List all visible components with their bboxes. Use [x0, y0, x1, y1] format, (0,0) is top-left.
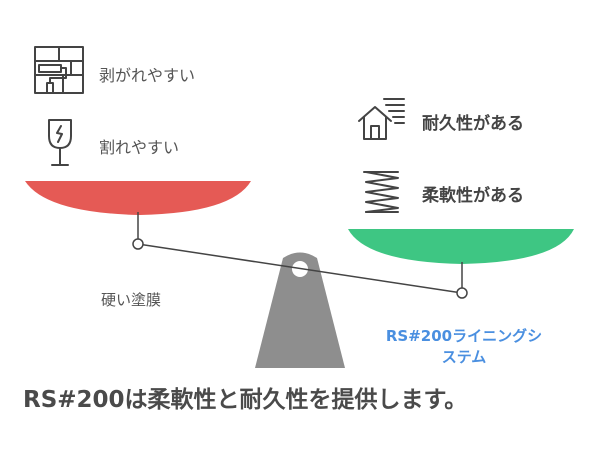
conclusion-text: RS#200は柔軟性と耐久性を提供します。 — [23, 387, 468, 413]
right-note-line-2: ステム — [441, 348, 487, 366]
right-item-1-label: 耐久性がある — [422, 114, 524, 134]
paint-roller-wall-icon — [34, 46, 84, 94]
left-note: 硬い塗膜 — [101, 291, 162, 309]
beam — [137, 243, 463, 294]
house-wind-icon — [358, 98, 405, 140]
right-pan — [348, 229, 574, 264]
left-item-1-label: 剥がれやすい — [99, 66, 196, 85]
right-knob — [456, 287, 468, 299]
left-pan — [25, 181, 251, 215]
spring-icon — [363, 171, 399, 213]
cracked-glass-icon — [48, 119, 72, 166]
left-item-2-label: 割れやすい — [99, 138, 180, 157]
left-knob — [132, 238, 144, 250]
right-note: RS#200ライニングシ ステム — [364, 326, 564, 368]
right-note-line-1: RS#200ライニングシ — [385, 327, 543, 345]
fulcrum — [255, 252, 345, 368]
right-item-2-label: 柔軟性がある — [422, 186, 524, 206]
